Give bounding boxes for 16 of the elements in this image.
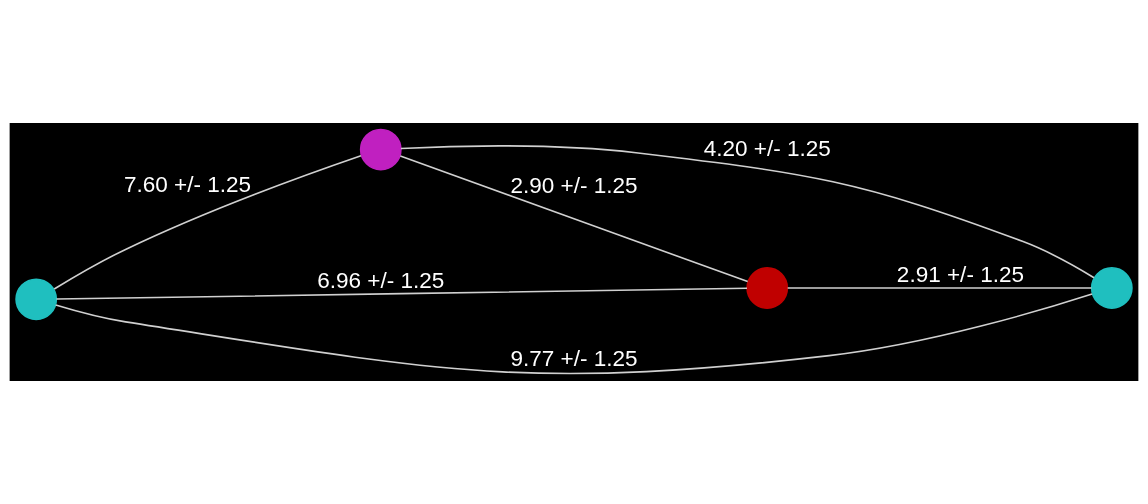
edge-label: 4.20 +/- 1.25 [703,136,831,162]
connector [53,154,362,290]
connector [786,287,1093,289]
connector [400,145,1095,279]
edge-label: 2.90 +/- 1.25 [510,173,638,199]
node-circle [746,267,789,309]
edge-label: 9.77 +/- 1.25 [510,345,638,371]
edge-label: 6.96 +/- 1.25 [317,268,445,294]
edge-label: 2.91 +/- 1.25 [896,261,1025,287]
edge-label: 7.60 +/- 1.25 [123,171,252,197]
node-circle [1090,267,1133,309]
node-circle [359,128,402,171]
node-circle [15,278,58,321]
connector [55,287,748,300]
connector [54,293,1093,375]
connector [399,155,749,283]
